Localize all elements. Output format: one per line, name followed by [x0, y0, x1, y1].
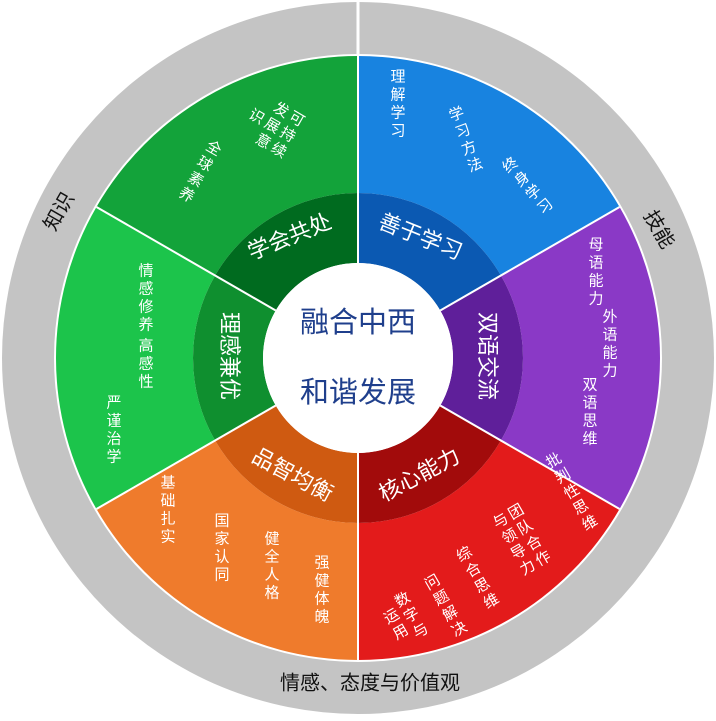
sector-name-green: 理感兼优 [216, 312, 241, 400]
item-char: 力 [588, 290, 603, 308]
item-char: 语 [602, 326, 617, 344]
item-char: 扎 [160, 510, 175, 528]
sector-name-purple: 双语交流 [474, 312, 499, 400]
sector-ring-orange [215, 405, 358, 523]
item-char: 家 [214, 530, 229, 548]
item-char: 全 [264, 548, 279, 566]
item-char: 感 [138, 280, 153, 298]
item-char: 情 [138, 262, 153, 280]
item-char: 学 [446, 103, 466, 125]
item-char: 双 [582, 376, 597, 394]
item-char: 思 [582, 412, 597, 430]
item-char: 修 [138, 298, 153, 316]
item-char: 魄 [314, 608, 329, 626]
sectors-layer [55, 56, 661, 660]
item-char: 健 [264, 530, 279, 548]
item-char: 体 [314, 590, 329, 608]
item-char: 础 [160, 492, 175, 510]
item-char: 方 [459, 137, 479, 159]
item-char: 基 [160, 474, 175, 492]
sector-ring-purple [440, 275, 523, 441]
sector-green [55, 207, 216, 509]
sector-orange [96, 440, 358, 660]
item-char: 能 [588, 272, 603, 290]
sector-divider [95, 206, 277, 312]
item-char: 认 [214, 548, 229, 566]
sector-ring-blue [358, 193, 501, 311]
item-char: 强 [314, 554, 329, 572]
center-circle [263, 263, 453, 453]
items-layer: 全球素养可持续发展意识理解学习学习方法终身学习母语能力外语能力双语思维批判性思维… [106, 68, 617, 644]
item-char: 力 [602, 362, 617, 380]
item-char: 维 [582, 430, 597, 448]
item-char: 性 [138, 373, 153, 391]
sector-red [358, 440, 620, 660]
item-char: 语 [582, 394, 597, 412]
sector-yellow-green [96, 56, 358, 276]
item-char: 治 [106, 430, 121, 448]
item-char: 谨 [106, 412, 121, 430]
item-char: 学 [106, 448, 121, 466]
inner-dark-ring [192, 192, 523, 523]
item-char: 健 [314, 572, 329, 590]
item-char: 国 [214, 512, 229, 530]
sector-divider [439, 404, 621, 510]
item-char: 法 [465, 154, 485, 176]
sector-divider [439, 206, 621, 312]
label-attitude: 情感、态度与价值观 [280, 671, 460, 695]
item-char: 学 [390, 104, 405, 122]
sector-ring-red [358, 405, 501, 523]
item-char: 解 [390, 86, 405, 104]
sector-blue [358, 56, 620, 276]
center-title-line1: 融合中西 [300, 305, 416, 339]
item-char: 理 [390, 68, 405, 86]
item-char: 养 [138, 316, 153, 334]
item-char: 母 [588, 236, 603, 254]
item-char: 实 [160, 528, 175, 546]
item-char: 格 [264, 584, 279, 602]
sector-purple [500, 207, 661, 509]
item-green-1: 高感性 [138, 337, 153, 391]
item-char: 语 [588, 254, 603, 272]
item-char: 外 [602, 308, 617, 326]
item-char: 高 [138, 337, 153, 355]
item-char: 习 [390, 122, 405, 140]
sector-ring-yellow-green [215, 192, 358, 311]
separators-layer [95, 56, 621, 660]
item-char: 同 [214, 566, 229, 584]
item-char: 人 [264, 566, 279, 584]
item-char: 习 [453, 120, 473, 142]
item-char: 能 [602, 344, 617, 362]
center-title-line2: 和谐发展 [300, 375, 416, 409]
item-char: 严 [106, 394, 121, 412]
sector-ring-green [192, 275, 276, 441]
item-char: 感 [138, 355, 153, 373]
sector-divider [95, 404, 277, 510]
